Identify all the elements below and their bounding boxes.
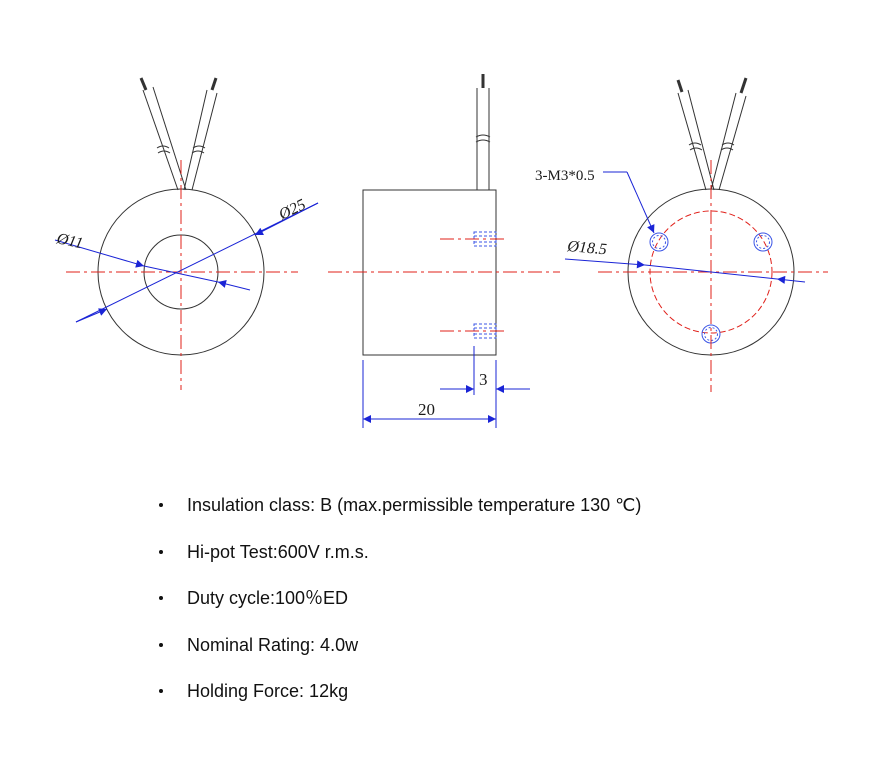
spec-item-hipot: Hi-pot Test:600V r.m.s.	[155, 537, 641, 584]
inner-diameter-label: Ø11	[54, 230, 84, 252]
length-label: 20	[418, 400, 435, 419]
bullet-icon	[159, 596, 163, 600]
front-dimension-lines	[54, 202, 319, 323]
rear-lead-wires	[676, 77, 748, 191]
spec-text: Nominal Rating: 4.0w	[187, 634, 359, 655]
front-lead-wires	[139, 77, 218, 191]
spec-text: Insulation class: B (max.permissible tem…	[187, 495, 642, 515]
bullet-icon	[159, 549, 163, 554]
spec-item-insulation: Insulation class: B (max.permissible tem…	[155, 490, 641, 537]
rear-view: 3-M3*0.5 Ø18.5	[535, 77, 828, 392]
side-dimension-lines	[362, 346, 530, 428]
front-view: Ø11 Ø25	[54, 77, 319, 390]
spec-text: Holding Force: 12kg	[187, 681, 349, 701]
outer-diameter-label: Ø25	[275, 196, 308, 224]
spec-item-nominal-rating: Nominal Rating: 4.0w	[155, 630, 641, 677]
depth-label: 3	[479, 370, 488, 389]
spec-text: Duty cycle:100％ED	[187, 588, 349, 608]
bullet-icon	[159, 503, 163, 507]
pitch-circle-label: Ø18.5	[566, 238, 608, 258]
thread-label: 3-M3*0.5	[535, 168, 595, 184]
bullet-icon	[159, 689, 163, 693]
technical-drawing: Ø11 Ø25	[54, 74, 828, 428]
side-threaded-holes	[473, 231, 497, 339]
rear-centerlines	[598, 160, 828, 392]
side-centerlines	[328, 238, 560, 332]
bullet-icon	[159, 642, 163, 647]
spec-item-holding-force: Holding Force: 12kg	[155, 676, 641, 723]
specification-list: Insulation class: B (max.permissible tem…	[155, 490, 641, 723]
rear-dimension-lines	[564, 171, 806, 284]
front-centerlines	[66, 160, 298, 390]
spec-text: Hi-pot Test:600V r.m.s.	[187, 541, 369, 562]
side-view: 20 3	[328, 74, 560, 428]
spec-item-duty-cycle: Duty cycle:100％ED	[155, 583, 641, 630]
side-lead-wire	[475, 74, 491, 190]
